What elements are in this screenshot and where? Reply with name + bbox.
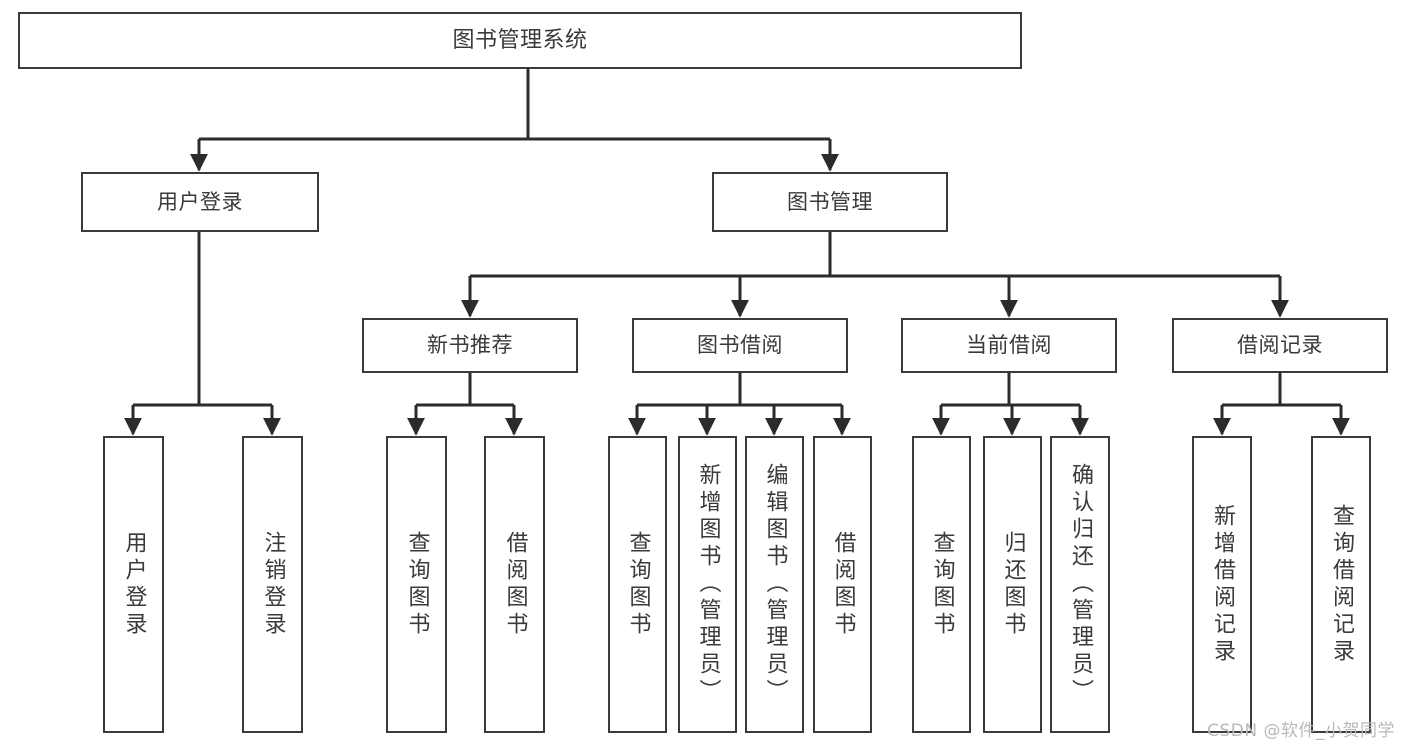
csdn-watermark: CSDN @软件_小贺同学 [1207, 721, 1395, 741]
leaf-return-book[interactable]: 归还图书 [983, 436, 1042, 733]
leaf-borrow-book-recommend[interactable]: 借阅图书 [484, 436, 545, 733]
node-label: 确认归还（管理员） [1068, 463, 1093, 706]
node-new-book-recommend[interactable]: 新书推荐 [362, 318, 578, 373]
node-label: 用户登录 [121, 530, 147, 639]
node-borrow-record[interactable]: 借阅记录 [1172, 318, 1388, 373]
leaf-query-book-current[interactable]: 查询图书 [912, 436, 971, 733]
node-user-login[interactable]: 用户登录 [81, 172, 319, 232]
node-label: 查询图书 [404, 530, 430, 639]
leaf-query-book-recommend[interactable]: 查询图书 [386, 436, 447, 733]
node-label: 用户登录 [157, 189, 243, 214]
leaf-query-borrow-record[interactable]: 查询借阅记录 [1311, 436, 1371, 733]
node-label: 借阅记录 [1237, 333, 1323, 358]
node-label: 新增图书（管理员） [695, 463, 721, 706]
leaf-query-book[interactable]: 查询图书 [608, 436, 667, 733]
node-label: 当前借阅 [966, 333, 1052, 358]
node-label: 归还图书 [1000, 530, 1026, 639]
node-book-management[interactable]: 图书管理 [712, 172, 948, 232]
node-label: 借阅图书 [830, 530, 856, 639]
node-label: 图书管理系统 [452, 27, 588, 53]
node-label: 编辑图书（管理员） [762, 463, 788, 706]
node-current-borrow[interactable]: 当前借阅 [901, 318, 1117, 373]
leaf-confirm-return-admin[interactable]: 确认归还（管理员） [1050, 436, 1110, 733]
leaf-add-book-admin[interactable]: 新增图书（管理员） [678, 436, 737, 733]
leaf-user-login[interactable]: 用户登录 [103, 436, 164, 733]
leaf-borrow-book[interactable]: 借阅图书 [813, 436, 872, 733]
node-label: 借阅图书 [502, 530, 528, 639]
node-label: 新书推荐 [427, 333, 513, 358]
node-book-borrow[interactable]: 图书借阅 [632, 318, 848, 373]
node-label: 新增借阅记录 [1210, 503, 1235, 666]
node-label: 查询借阅记录 [1329, 503, 1354, 666]
node-root-system[interactable]: 图书管理系统 [18, 12, 1022, 69]
leaf-logout[interactable]: 注销登录 [242, 436, 303, 733]
node-label: 查询图书 [929, 530, 955, 639]
node-label: 图书借阅 [697, 333, 783, 358]
leaf-edit-book-admin[interactable]: 编辑图书（管理员） [745, 436, 804, 733]
node-label: 查询图书 [625, 530, 651, 639]
node-label: 图书管理 [787, 189, 873, 214]
leaf-add-borrow-record[interactable]: 新增借阅记录 [1192, 436, 1252, 733]
node-label: 注销登录 [260, 530, 286, 639]
